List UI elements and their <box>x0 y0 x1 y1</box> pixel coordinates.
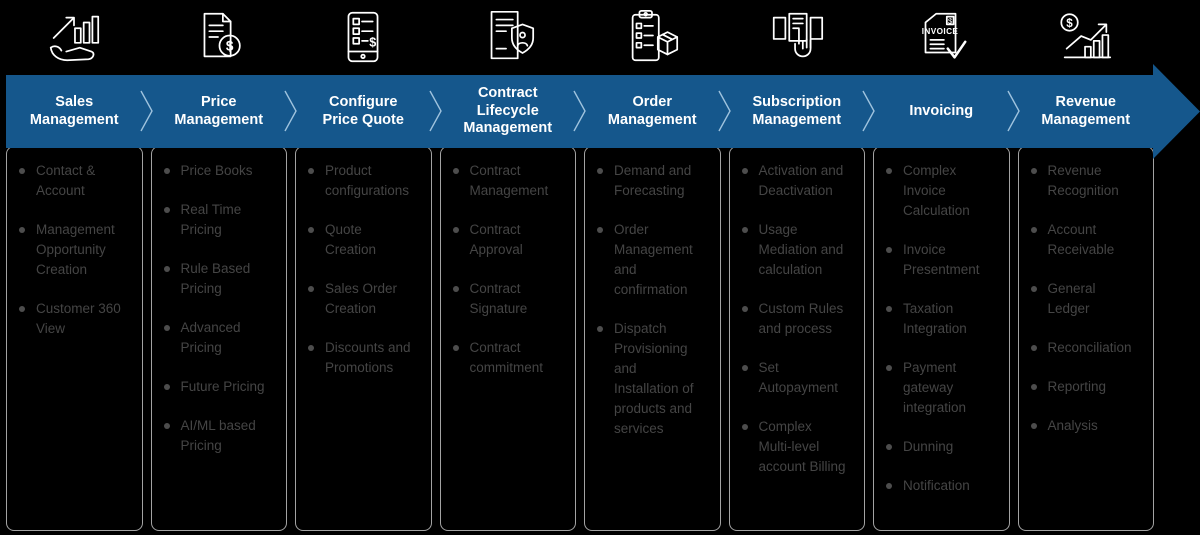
list-item: Taxation Integration <box>884 299 991 339</box>
chevron-separator-icon <box>861 89 877 133</box>
list-item: Demand and Forecasting <box>595 161 702 201</box>
chevron-separator-icon <box>139 89 155 133</box>
svg-text:$: $ <box>1066 17 1073 30</box>
list-item: Rule Based Pricing <box>162 259 269 299</box>
svg-text:$: $ <box>948 16 953 25</box>
list-item: General Ledger <box>1029 279 1136 319</box>
list-item: Future Pricing <box>162 377 269 397</box>
list-item: Set Autopayment <box>740 358 847 398</box>
invoice-check-icon: $ INVOICE <box>910 6 972 68</box>
stage-title-text: Configure Price Quote <box>322 93 404 128</box>
list-item: Revenue Recognition <box>1029 161 1136 201</box>
order-checklist-icon <box>621 6 683 68</box>
list-item: Reporting <box>1029 377 1136 397</box>
chevron-separator-icon <box>1006 89 1022 133</box>
list-item: Reconciliation <box>1029 338 1136 358</box>
stage-title-text: Sales Management <box>29 93 119 128</box>
stage-title-text: Contract Lifecycle Management <box>463 84 553 137</box>
list-item: Contract Approval <box>451 220 558 260</box>
list-item: Quote Creation <box>306 220 413 260</box>
list-item: Dispatch Provisioning and Installation o… <box>595 319 702 439</box>
quote-form-icon: $ <box>332 6 394 68</box>
stage-title: Revenue Management <box>1018 75 1155 148</box>
stage-title-text: Order Management <box>607 93 697 128</box>
list-item: AI/ML based Pricing <box>162 416 269 456</box>
chevron-separator-icon <box>717 89 733 133</box>
list-item: Account Receivable <box>1029 220 1136 260</box>
list-item: Contract commitment <box>451 338 558 378</box>
list-item: Analysis <box>1029 416 1136 436</box>
list-item: Contract Management <box>451 161 558 201</box>
svg-text:$: $ <box>369 36 376 50</box>
stage-title-text: Price Management <box>174 93 264 128</box>
hand-growth-chart-icon <box>43 6 105 68</box>
list-item: Notification <box>884 476 991 496</box>
svg-text:$: $ <box>226 39 234 54</box>
chevron-separator-icon <box>428 89 444 133</box>
list-item: Advanced Pricing <box>162 318 269 358</box>
list-item: Discounts and Promotions <box>306 338 413 378</box>
list-item: Management Opportunity Creation <box>17 220 124 280</box>
list-item: Custom Rules and process <box>740 299 847 339</box>
chevron-separator-icon <box>572 89 588 133</box>
stage-title: Price Management <box>151 75 288 148</box>
svg-text:INVOICE: INVOICE <box>922 27 959 36</box>
chevron-separator-icon <box>283 89 299 133</box>
list-item: Customer 360 View <box>17 299 124 339</box>
stage-title-text: Invoicing <box>909 102 974 119</box>
list-item: Contract Signature <box>451 279 558 319</box>
list-item: Contact & Account <box>17 161 124 201</box>
price-document-icon: $ <box>188 6 250 68</box>
arrow-head-icon <box>1153 64 1200 159</box>
list-item: Complex Multi-level account Billing <box>740 417 847 477</box>
stage-title-text: Subscription Management <box>752 93 842 128</box>
list-item: Usage Mediation and calculation <box>740 220 847 280</box>
list-item: Complex Invoice Calculation <box>884 161 991 221</box>
list-item: Real Time Pricing <box>162 200 269 240</box>
list-item: Payment gateway integration <box>884 358 991 418</box>
revenue-growth-icon: $ <box>1055 6 1117 68</box>
stage-title-text: Revenue Management <box>1041 93 1131 128</box>
stage-title: Configure Price Quote <box>295 75 432 148</box>
list-item: Price Books <box>162 161 269 181</box>
list-item: Invoice Presentment <box>884 240 991 280</box>
list-item: Product configurations <box>306 161 413 201</box>
stage-title: Subscription Management <box>729 75 866 148</box>
list-item: Activation and Deactivation <box>740 161 847 201</box>
subscription-select-icon <box>766 6 828 68</box>
stage-title: Contract Lifecycle Management <box>440 75 577 148</box>
banner-band <box>6 75 1154 148</box>
contract-shield-icon <box>477 6 539 68</box>
list-item: Order Management and confirmation <box>595 220 702 300</box>
stage-title: Sales Management <box>6 75 143 148</box>
stage-title: Order Management <box>584 75 721 148</box>
list-item: Sales Order Creation <box>306 279 413 319</box>
list-item: Dunning <box>884 437 991 457</box>
stage-title: Invoicing <box>873 75 1010 148</box>
